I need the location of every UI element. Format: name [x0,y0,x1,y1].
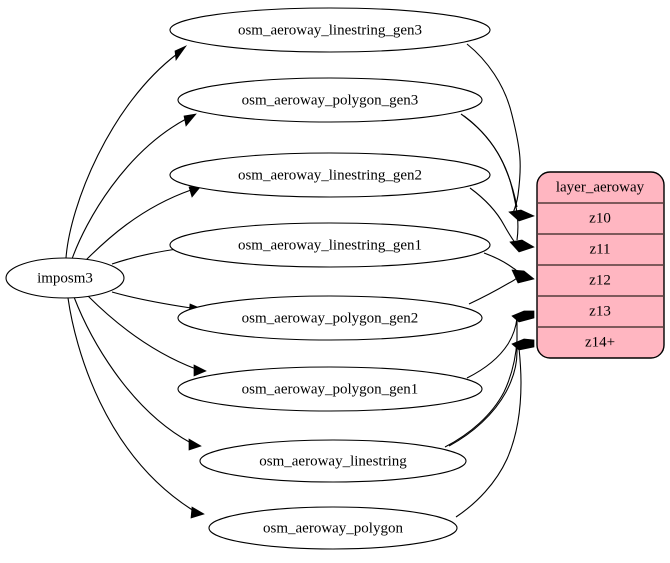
edge-group-source-to-tables [65,53,213,512]
arrowhead-linestring [188,438,202,451]
edge-imposm3-to-linestring-gen2 [84,189,192,262]
edge-imposm3-to-polygon-gen2 [111,291,192,309]
ellipse-nodes: osm_aeroway_linestring_gen3 osm_aeroway_… [169,7,491,550]
table-row-z10-label[interactable]: z10 [589,210,611,226]
table-row-z11-label[interactable]: z11 [589,241,610,257]
node-osm-aeroway-linestring-gen1[interactable]: osm_aeroway_linestring_gen1 [169,222,491,268]
node-osm-aeroway-linestring[interactable]: osm_aeroway_linestring [199,439,467,483]
edge-polygon-gen1-to-z13 [466,317,518,379]
node-osm-aeroway-linestring-gen2[interactable]: osm_aeroway_linestring_gen2 [169,152,491,198]
arrowhead-z10 [508,209,535,222]
edge-polygon-gen3-to-z10 [460,113,518,208]
edge-linestring-gen2-to-z11 [469,187,517,245]
node-osm-aeroway-linestring-gen3[interactable]: osm_aeroway_linestring_gen3 [169,7,491,53]
node-label: osm_aeroway_polygon_gen3 [242,92,419,108]
arrowhead-z13 [511,310,535,323]
edge-polygon-gen3-to-z11 [463,115,519,241]
arrowheads-into-tables [174,45,224,519]
arrowhead-z14 [511,338,535,351]
table-row-z13-label[interactable]: z13 [589,303,611,319]
node-osm-aeroway-polygon[interactable]: osm_aeroway_polygon [208,506,458,550]
arrowhead-polygon-gen3 [183,113,197,127]
edge-polygon-to-z14 [455,347,522,518]
edge-imposm3-to-polygon-gen1 [87,295,197,370]
node-osm-aeroway-polygon-gen3[interactable]: osm_aeroway_polygon_gen3 [177,77,483,123]
node-imposm3[interactable]: imposm3 [5,257,125,299]
node-layer-aeroway-table[interactable]: layer_aeroway z10 z11 z12 z13 z14+ [536,171,665,359]
table-row-z14-label[interactable]: z14+ [585,334,615,350]
edge-imposm3-to-polygon [67,297,195,512]
edge-imposm3-to-polygon-gen3 [71,118,187,260]
arrowhead-z12 [511,269,535,284]
edge-imposm3-to-linestring-gen3 [65,53,178,259]
arrowhead-polygon [190,506,205,519]
node-label: osm_aeroway_linestring_gen2 [238,167,422,183]
node-label: osm_aeroway_linestring_gen1 [238,237,422,253]
table-row-z12-label[interactable]: z12 [589,272,611,288]
node-label: osm_aeroway_polygon [263,520,403,536]
arrowhead-z11 [509,239,535,253]
node-osm-aeroway-polygon-gen2[interactable]: osm_aeroway_polygon_gen2 [177,295,483,341]
node-label: osm_aeroway_polygon_gen2 [242,310,419,326]
edge-linestring-to-z13 [444,314,518,448]
arrowheads-into-layer-rows [508,209,535,351]
arrowhead-polygon-gen1 [193,364,207,377]
source-node-label: imposm3 [37,270,93,286]
edge-group-tables-to-layer [444,43,522,518]
node-label: osm_aeroway_polygon_gen1 [242,381,419,397]
edge-polygon-gen2-to-z12 [468,276,519,305]
edge-linestring-gen1-to-z12 [483,252,519,273]
edge-imposm3-to-linestring [73,296,192,444]
node-osm-aeroway-polygon-gen1[interactable]: osm_aeroway_polygon_gen1 [177,366,483,412]
table-header-label: layer_aeroway [556,179,645,195]
node-label: osm_aeroway_linestring [259,453,407,469]
node-label: osm_aeroway_linestring_gen3 [238,22,422,38]
arrowhead-linestring-gen3 [174,45,188,61]
